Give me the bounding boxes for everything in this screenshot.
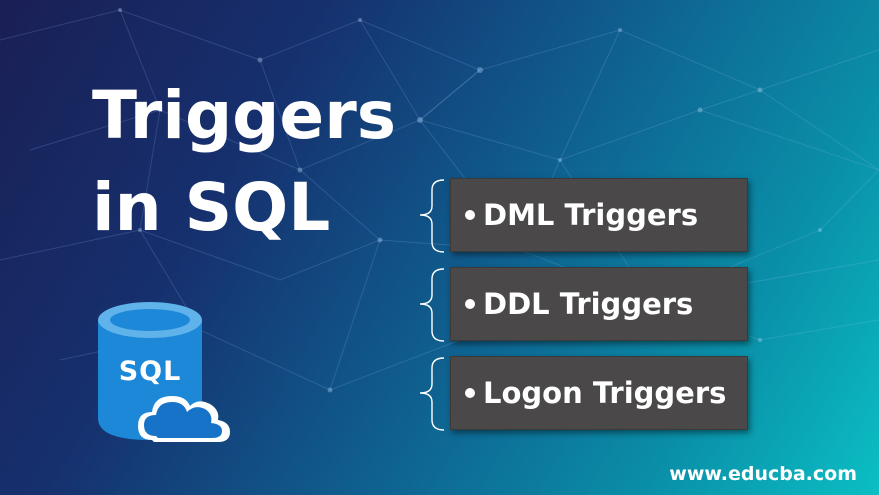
footer-url: www.educba.com: [669, 463, 857, 485]
title-line-1: Triggers: [92, 77, 397, 154]
trigger-item-ddl: DDL Triggers: [450, 267, 748, 341]
page-title: Triggers in SQL: [92, 70, 396, 254]
trigger-item-dml: DML Triggers: [450, 178, 748, 252]
curly-brackets-graphic: [419, 179, 445, 431]
title-line-2: in SQL: [92, 169, 331, 246]
trigger-item-label: DML Triggers: [483, 198, 699, 232]
trigger-item-label: Logon Triggers: [483, 376, 727, 410]
bullet-icon: [465, 210, 475, 220]
trigger-item-logon: Logon Triggers: [450, 356, 748, 430]
bullet-icon: [465, 299, 475, 309]
trigger-item-label: DDL Triggers: [483, 287, 694, 321]
cloud-icon: [138, 396, 230, 442]
database-cylinder-icon: [98, 302, 230, 442]
bullet-icon: [465, 388, 475, 398]
sql-logo-text: SQL: [118, 356, 182, 387]
